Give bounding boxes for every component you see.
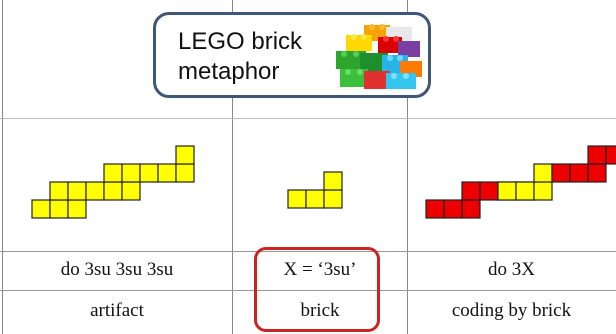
yellow-brick-cell xyxy=(287,189,307,209)
row-divider-1 xyxy=(0,251,616,252)
yellow-brick-cell xyxy=(497,181,517,201)
cell-do-3x: do 3X xyxy=(488,259,535,280)
column-divider-1 xyxy=(232,0,233,334)
row-divider-2 xyxy=(0,290,616,291)
red-brick-cell xyxy=(443,199,463,219)
yellow-brick-cell xyxy=(49,181,69,201)
brick-highlight-frame xyxy=(254,247,380,332)
title: LEGO brick metaphor xyxy=(178,28,303,85)
yellow-brick-cell xyxy=(175,163,195,183)
red-brick-cell xyxy=(569,163,589,183)
yellow-brick-cell xyxy=(323,189,343,209)
column-divider-2 xyxy=(407,0,408,334)
yellow-brick-cell xyxy=(305,189,325,209)
yellow-brick-cell xyxy=(139,163,159,183)
yellow-brick-cell xyxy=(67,181,87,201)
red-brick-cell xyxy=(605,145,616,165)
red-brick-cell xyxy=(587,145,607,165)
red-brick-cell xyxy=(587,163,607,183)
red-brick-cell xyxy=(551,163,571,183)
cell-x-equals-3su: X = ‘3su’ xyxy=(283,259,357,280)
yellow-brick-cell xyxy=(103,181,123,201)
row-divider-top xyxy=(0,118,616,119)
yellow-brick-cell xyxy=(175,145,195,165)
yellow-brick-cell xyxy=(533,163,553,183)
yellow-brick-cell xyxy=(31,199,51,219)
yellow-brick-cell xyxy=(157,163,177,183)
cell-artifact: artifact xyxy=(90,300,144,321)
yellow-brick-cell xyxy=(121,181,141,201)
yellow-brick-cell xyxy=(121,163,141,183)
cell-brick: brick xyxy=(300,300,340,321)
yellow-brick-cell xyxy=(533,181,553,201)
cell-coding-by-brick: coding by brick xyxy=(451,300,572,321)
red-brick-cell xyxy=(479,181,499,201)
red-brick-cell xyxy=(425,199,445,219)
yellow-brick-cell xyxy=(103,163,123,183)
cell-do-3su-3su-3su: do 3su 3su 3su xyxy=(60,259,174,280)
red-brick-cell xyxy=(461,199,481,219)
yellow-brick-cell xyxy=(49,199,69,219)
lego-bricks-icon xyxy=(336,24,422,89)
yellow-brick-cell xyxy=(323,171,343,191)
yellow-brick-cell xyxy=(515,181,535,201)
yellow-brick-cell xyxy=(67,199,87,219)
table-left-border xyxy=(2,0,3,334)
yellow-brick-cell xyxy=(85,181,105,201)
title-box: LEGO brick metaphor xyxy=(153,12,431,98)
red-brick-cell xyxy=(461,181,481,201)
